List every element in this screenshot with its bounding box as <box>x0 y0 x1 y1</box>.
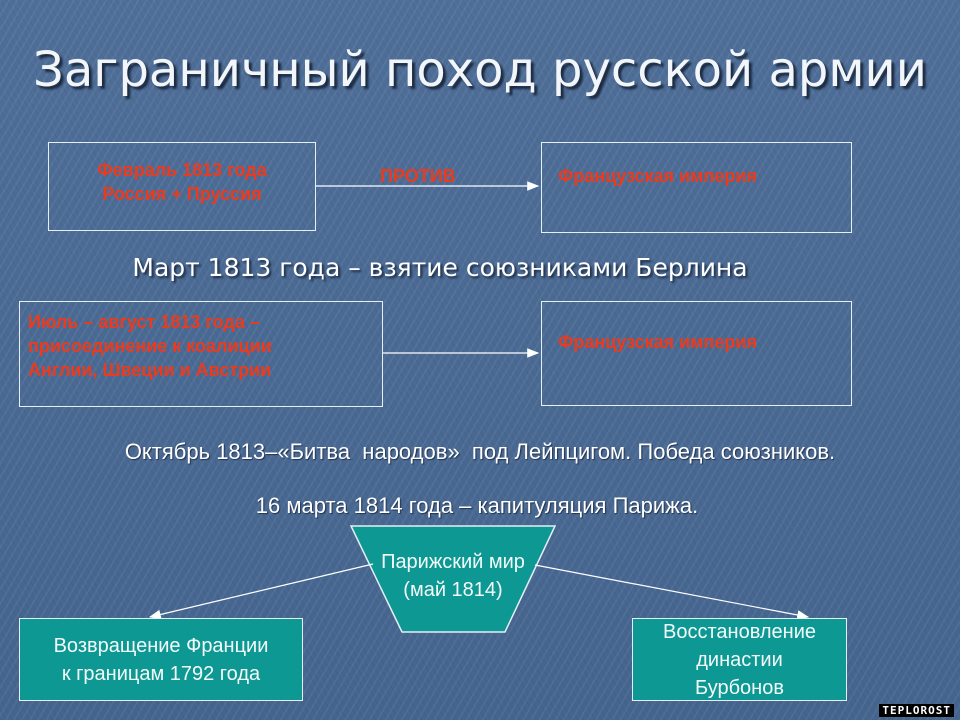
peace-line: (май 1814) <box>403 579 503 601</box>
watermark: TEPLOROST <box>879 704 954 717</box>
box-text: Французская империя <box>558 166 757 186</box>
outcome-france-borders: Возвращение Франции к границам 1792 года <box>19 618 303 701</box>
october-1813-line: Октябрь 1813–«Битва народов» под Лейпциг… <box>124 439 836 464</box>
outcome-line: к границам 1792 года <box>61 662 261 685</box>
peace-label: Парижский мир (май 1814) <box>352 548 554 604</box>
march-1813-line: Март 1813 года – взятие союзниками Берли… <box>132 253 748 282</box>
box-line: Февраль 1813 года <box>97 160 267 180</box>
box-text: Французская империя <box>558 332 757 352</box>
box-line: Россия + Пруссия <box>102 184 262 204</box>
outcome-line: Возвращение Франции <box>53 634 269 657</box>
outcome-line: Бурбонов <box>695 676 784 699</box>
outcome-line: Восстановление династии <box>663 620 816 671</box>
box-feb-1813: Февраль 1813 года Россия + Пруссия <box>48 142 316 231</box>
box-french-empire-2: Французская империя <box>541 301 852 406</box>
box-line: Июль – август 1813 года – <box>28 312 260 332</box>
paris-capitulation-line: 16 марта 1814 года – капитуляция Парижа. <box>255 493 699 518</box>
outcome-bourbon-restoration: Восстановление династии Бурбонов <box>632 618 847 701</box>
slide-title: Заграничный поход русской армии <box>33 42 927 98</box>
connector-label-against: ПРОТИВ <box>380 166 456 186</box>
arrow-to-left-outcome <box>148 563 374 620</box>
peace-line: Парижский мир <box>381 551 525 573</box>
arrow-to-right-outcome <box>534 564 810 620</box>
peace-trapezoid <box>349 525 557 633</box>
box-line: присоединение к коалиции <box>28 336 272 356</box>
box-jul-aug-1813: Июль – август 1813 года – присоединение … <box>19 301 383 407</box>
box-french-empire-1: Французская империя <box>541 142 852 233</box>
box-line: Англии, Швеции и Австрии <box>28 360 272 380</box>
